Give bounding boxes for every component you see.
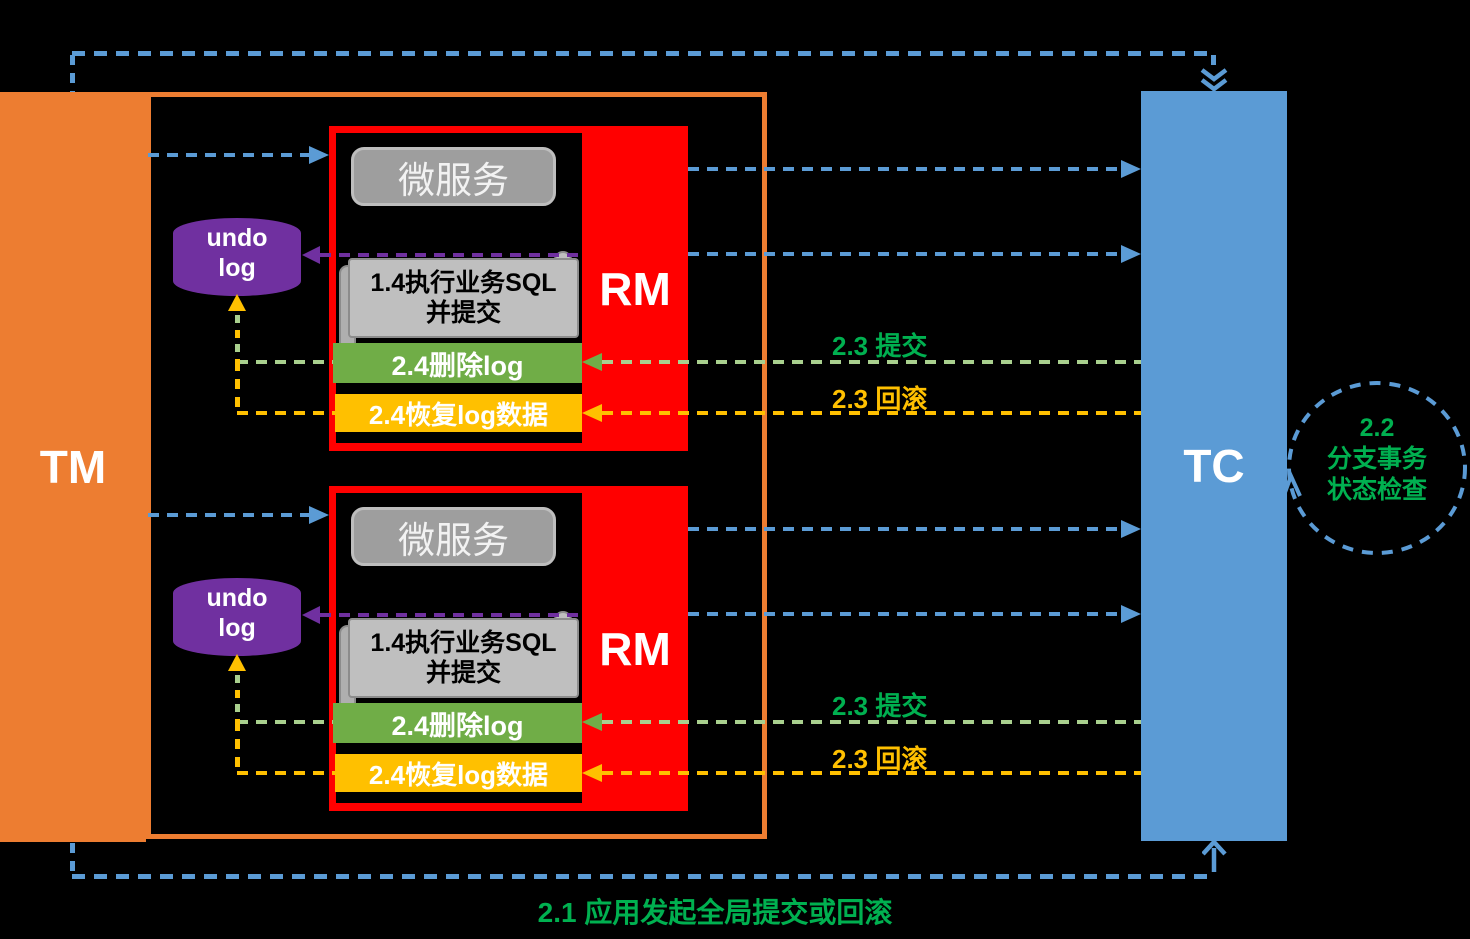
- microservice-box: 微服务: [351, 147, 556, 206]
- undo-log-db: undo log: [172, 577, 302, 657]
- tm-tc-top-line: [72, 51, 1214, 56]
- rm-to-tc-upper-line: [688, 527, 1121, 531]
- undo-branch-vertical-line: [235, 721, 240, 772]
- rm-label: RM: [599, 622, 671, 675]
- tm-to-microservice-arrowhead-icon: [309, 506, 329, 524]
- sql-note-line1: 1.4执行业务SQL: [370, 629, 557, 657]
- rm-to-tc-upper-line: [688, 167, 1121, 171]
- sql-note: 1.4执行业务SQL 并提交: [348, 258, 579, 338]
- undo-log-text: undo log: [206, 224, 268, 282]
- rollback-branch-line: [237, 771, 335, 775]
- rm-group-1: RM 微服务 1.4执行业务SQL 并提交 2.4删除log 2.4恢复log数…: [148, 126, 1141, 451]
- tm-label: TM: [39, 441, 107, 493]
- commit-label: 2.3 提交: [832, 691, 928, 721]
- undo-log-text: undo log: [206, 584, 268, 642]
- sql-note-scroll: 1.4执行业务SQL 并提交: [339, 611, 580, 711]
- rollback-arrowhead-icon: [582, 764, 602, 782]
- undo-branch-vertical-dual-line: [235, 661, 240, 721]
- undo-write-line: [320, 613, 582, 617]
- rm-to-tc-lower-line: [688, 612, 1121, 616]
- microservice-box: 微服务: [351, 507, 556, 566]
- commit-label: 2.3 提交: [832, 331, 928, 361]
- sql-note-line2: 并提交: [425, 659, 501, 687]
- rollback-line: [602, 771, 1141, 775]
- double-chevron-down-icon: [1200, 68, 1228, 92]
- restore-log-bar: 2.4恢复log数据: [335, 394, 582, 432]
- undo-branch-vertical-line: [235, 361, 240, 412]
- tm-node: TM: [0, 92, 146, 842]
- tm-to-microservice-arrowhead-icon: [309, 146, 329, 164]
- global-action-caption: 2.1 应用发起全局提交或回滚: [537, 897, 893, 928]
- rollback-branch-line: [237, 411, 335, 415]
- rm-to-tc-upper-arrowhead-icon: [1121, 160, 1141, 178]
- rm-group-2: RM 微服务 1.4执行业务SQL 并提交 2.4删除log 2.4恢复log数…: [0, 360, 1470, 939]
- tc-node: TC: [1141, 91, 1287, 841]
- undo-branch-arrowhead-icon: [228, 294, 246, 311]
- tm-top-stub: [70, 55, 75, 92]
- database-cylinder-icon: [173, 578, 301, 656]
- tc-label: TC: [1183, 440, 1245, 492]
- commit-line: [602, 360, 1141, 364]
- rm-to-tc-upper-arrowhead-icon: [1121, 520, 1141, 538]
- rm-to-tc-lower-line: [688, 252, 1121, 256]
- rm-to-tc-lower-arrowhead-icon: [1121, 605, 1141, 623]
- tm-tc-bottom-line: [72, 874, 1214, 879]
- database-cylinder-icon: [173, 218, 301, 296]
- commit-branch-line: [237, 720, 333, 724]
- rollback-line: [602, 411, 1141, 415]
- tc-top-stub: [1211, 55, 1216, 71]
- undo-branch-arrowhead-icon: [228, 654, 246, 671]
- undo-write-arrowhead-icon: [302, 246, 320, 264]
- status-check-text: 2.2 分支事务 状态检查: [1326, 414, 1427, 504]
- commit-branch-line: [237, 360, 333, 364]
- tm-to-microservice-line: [148, 513, 309, 517]
- sql-note: 1.4执行业务SQL 并提交: [348, 618, 579, 698]
- undo-write-line: [320, 253, 582, 257]
- rollback-label: 2.3 回滚: [832, 384, 928, 414]
- sql-note-scroll: 1.4执行业务SQL 并提交: [339, 251, 580, 351]
- application-boundary-box: [146, 92, 767, 839]
- commit-line: [602, 720, 1141, 724]
- rm-to-tc-lower-arrowhead-icon: [1121, 245, 1141, 263]
- tm-to-microservice-line: [148, 153, 309, 157]
- sql-note-line1: 1.4执行业务SQL: [370, 269, 557, 297]
- status-check-circle: [1282, 381, 1467, 555]
- undo-write-arrowhead-icon: [302, 606, 320, 624]
- sql-note-line2: 并提交: [425, 299, 501, 327]
- chevron-up-arrow-icon: [1202, 840, 1227, 872]
- delete-log-bar: 2.4删除log: [333, 343, 582, 383]
- restore-log-bar: 2.4恢复log数据: [335, 754, 582, 792]
- delete-log-bar: 2.4删除log: [333, 703, 582, 743]
- rm-label: RM: [599, 262, 671, 315]
- undo-branch-vertical-dual-line: [235, 301, 240, 361]
- commit-arrowhead-icon: [582, 353, 602, 371]
- rollback-label: 2.3 回滚: [832, 744, 928, 774]
- tm-bottom-stub: [70, 843, 75, 876]
- rollback-arrowhead-icon: [582, 404, 602, 422]
- undo-log-db: undo log: [172, 217, 302, 297]
- commit-arrowhead-icon: [582, 713, 602, 731]
